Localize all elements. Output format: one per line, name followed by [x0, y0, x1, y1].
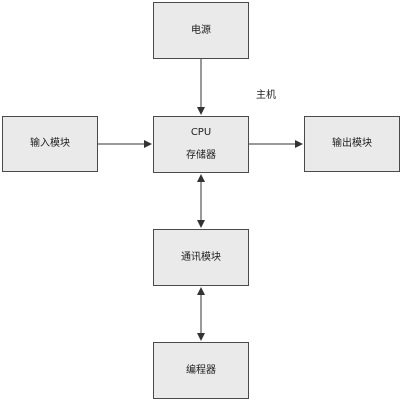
memory-label: 存储器 [186, 150, 216, 162]
cpu-node: CPU 存储器 [153, 116, 249, 173]
output-module-node: 输出模块 [304, 116, 400, 172]
output-module-label: 输出模块 [332, 138, 372, 149]
cpu-label: CPU [190, 126, 212, 138]
input-module-node: 输入模块 [2, 116, 98, 172]
programmer-label: 编程器 [186, 364, 216, 376]
input-module-label: 输入模块 [30, 138, 70, 149]
programmer-node: 编程器 [153, 342, 249, 399]
power-label: 电源 [191, 24, 211, 36]
host-group-label: 主机 [256, 90, 276, 101]
comm-module-label: 通讯模块 [181, 251, 221, 263]
power-node: 电源 [153, 2, 249, 59]
comm-module-node: 通讯模块 [153, 229, 249, 286]
